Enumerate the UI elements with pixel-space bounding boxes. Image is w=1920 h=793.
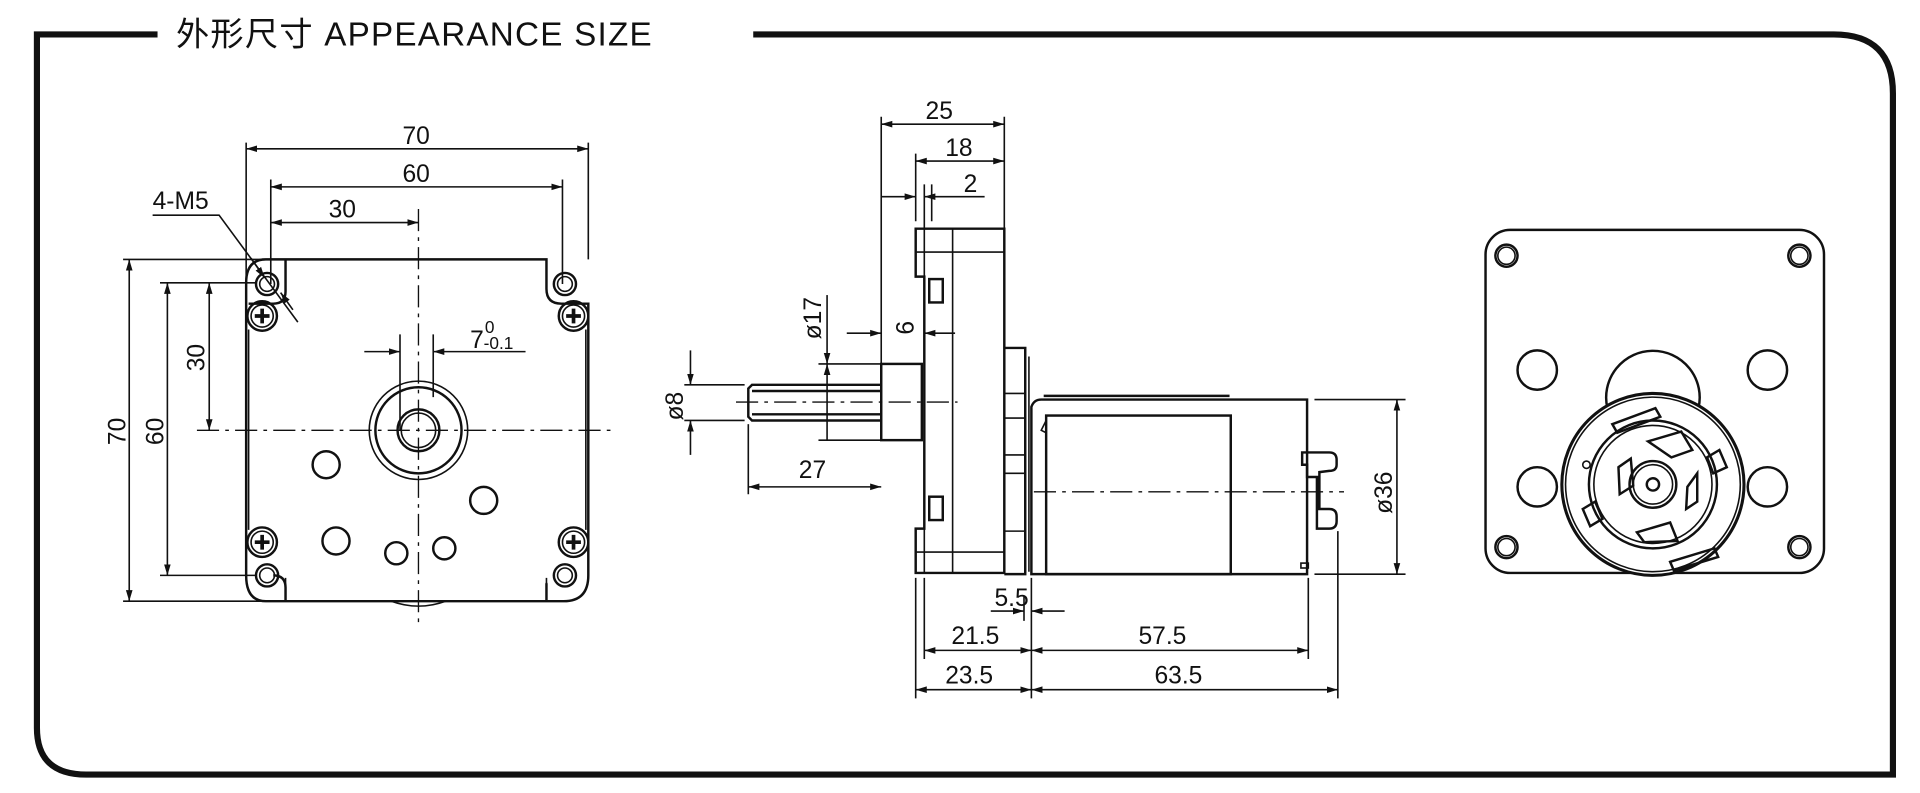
- gearbox-holes: [311, 449, 499, 566]
- motor-flange: [1004, 346, 1027, 576]
- dim-63-5: 63.5: [1154, 663, 1202, 690]
- dim-hole-spacing-v-60: 60: [143, 418, 170, 445]
- side-view: 25 18 2 9 ø17 ø8 27 ø36 5.5 21.5 57: [662, 98, 1406, 699]
- front-view: 70 60 30 70 60 30 4-M5 7 0 -0.1: [105, 123, 616, 628]
- dim-5-5: 5.5: [994, 585, 1028, 612]
- screw-icons: [246, 299, 590, 559]
- gearbox-side: [914, 227, 1006, 575]
- thread-callout: 4-M5: [153, 188, 209, 215]
- motor-terminal: [1300, 451, 1338, 530]
- frame-border: [33, 31, 1896, 778]
- dim-key-7: 7: [470, 327, 484, 354]
- dim-width-70: 70: [402, 123, 429, 150]
- dim-57-5: 57.5: [1138, 623, 1186, 650]
- rear-large-holes: [1516, 349, 1789, 508]
- mounting-holes: [254, 271, 578, 588]
- key-tolerance-lower: -0.1: [484, 333, 514, 353]
- dim-hole-spacing-60: 60: [402, 161, 429, 188]
- section-title: 外形尺寸 APPEARANCE SIZE: [176, 17, 653, 54]
- motor-end-cap: [1560, 391, 1746, 577]
- rear-view: [1484, 228, 1826, 577]
- key-tolerance-upper: 0: [485, 317, 495, 337]
- dim-height-70: 70: [105, 418, 132, 445]
- dim-25: 25: [926, 98, 953, 125]
- dim-half-v-30: 30: [183, 344, 210, 371]
- dim-shaft-dia-8: ø8: [662, 392, 689, 421]
- dim-hub-dia-17: ø17: [800, 297, 827, 339]
- dim-2: 2: [964, 171, 978, 198]
- rear-corner-holes: [1494, 243, 1812, 560]
- dim-9: 9: [890, 321, 917, 335]
- dim-shaft-len-27: 27: [799, 457, 826, 484]
- dim-half-30: 30: [329, 197, 356, 224]
- dim-18: 18: [945, 135, 972, 162]
- dim-21-5: 21.5: [951, 623, 999, 650]
- dim-motor-dia-36: ø36: [1371, 472, 1398, 514]
- motor-body: [1030, 398, 1309, 576]
- dim-23-5: 23.5: [945, 663, 993, 690]
